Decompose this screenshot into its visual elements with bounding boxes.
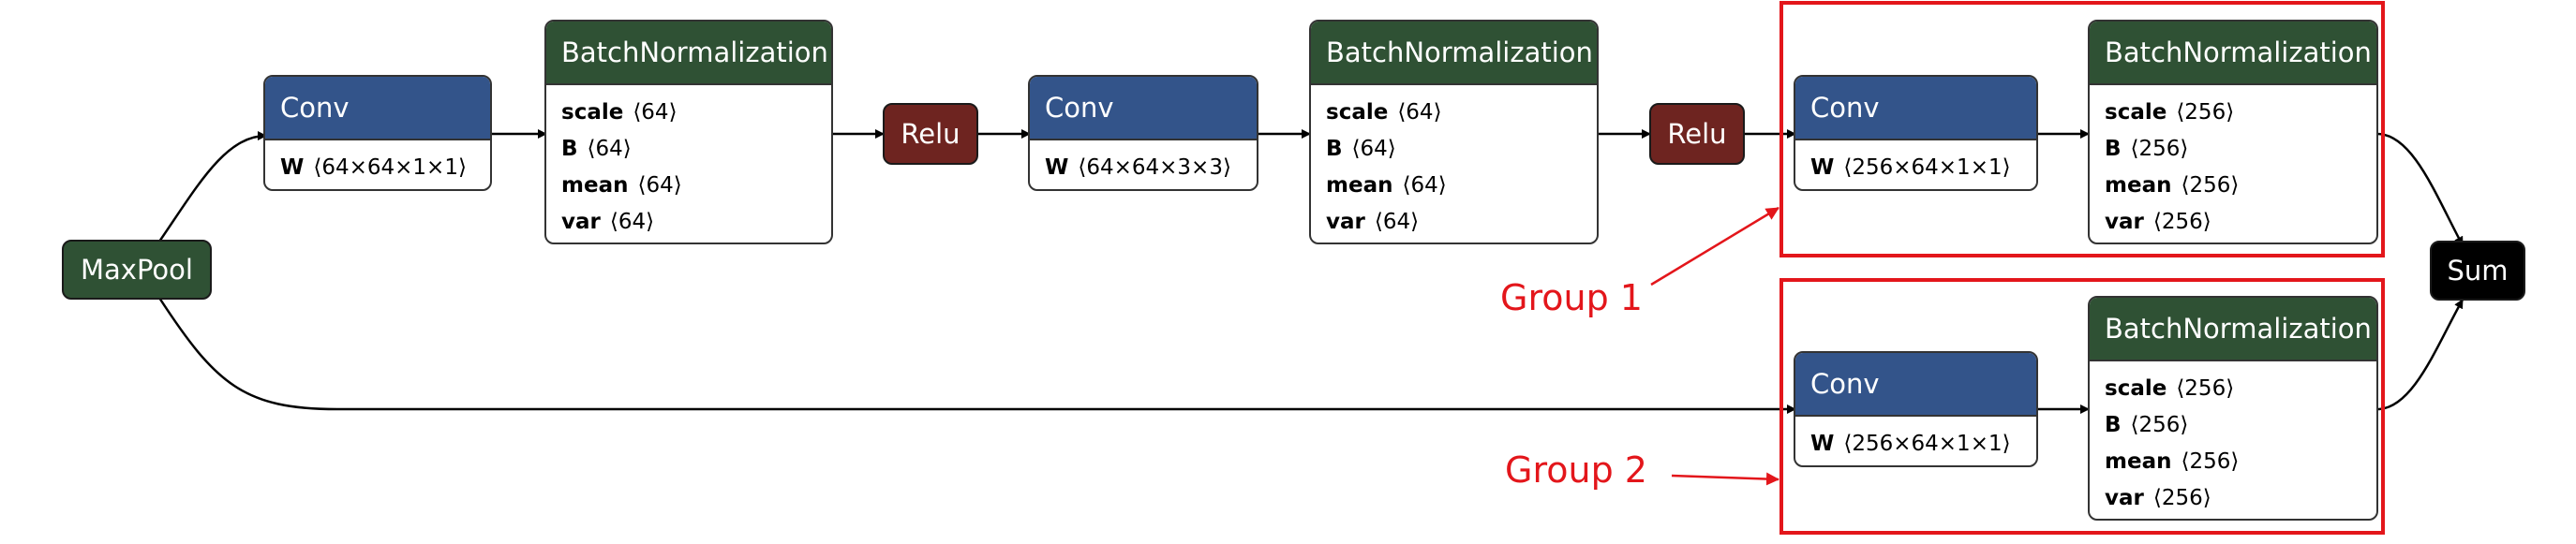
bn2-param-var: var⟨64⟩ (1326, 210, 1420, 234)
relu1-node[interactable]: Relu (883, 103, 978, 165)
bn1-param-scale: scale⟨64⟩ (561, 100, 678, 125)
relu2-node[interactable]: Relu (1649, 103, 1745, 165)
bn1-node[interactable]: BatchNormalization scale⟨64⟩ B⟨64⟩ mean⟨… (544, 20, 833, 244)
group-2-label: Group 2 (1505, 449, 1647, 491)
conv2-node[interactable]: Conv W⟨64×64×3×3⟩ (1028, 75, 1258, 191)
group-1-frame (1779, 1, 2385, 257)
bn3-node[interactable]: BatchNormalization scale⟨256⟩ B⟨256⟩ mea… (2088, 20, 2378, 244)
relu2-label: Relu (1667, 118, 1727, 150)
bn4-param-b: B⟨256⟩ (2105, 413, 2189, 437)
bn2-node[interactable]: BatchNormalization scale⟨64⟩ B⟨64⟩ mean⟨… (1309, 20, 1599, 244)
bn3-header: BatchNormalization (2090, 22, 2376, 85)
maxpool-label: MaxPool (81, 254, 193, 286)
bn1-param-mean: mean⟨64⟩ (561, 173, 682, 198)
edge-maxpool-conv4 (157, 297, 1796, 414)
bn4-node[interactable]: BatchNormalization scale⟨256⟩ B⟨256⟩ mea… (2088, 296, 2378, 521)
bn3-param-mean: mean⟨256⟩ (2105, 173, 2240, 198)
group-1-pointer (1650, 206, 1779, 287)
bn2-param-b: B⟨64⟩ (1326, 137, 1396, 161)
conv1-param-w: W⟨64×64×1×1⟩ (280, 155, 467, 180)
group-1-label: Group 1 (1500, 277, 1643, 318)
relu1-label: Relu (901, 118, 960, 150)
conv1-header: Conv (265, 77, 490, 140)
sum-label: Sum (2447, 255, 2509, 287)
bn3-param-b: B⟨256⟩ (2105, 137, 2189, 161)
conv2-param-w: W⟨64×64×3×3⟩ (1045, 155, 1231, 180)
bn4-param-var: var⟨256⟩ (2105, 486, 2211, 510)
bn4-param-scale: scale⟨256⟩ (2105, 376, 2235, 401)
bn4-header: BatchNormalization (2090, 298, 2376, 361)
maxpool-node[interactable]: MaxPool (62, 240, 212, 300)
edge-maxpool-conv1 (157, 131, 267, 243)
conv3-node[interactable]: Conv W⟨256×64×1×1⟩ (1794, 75, 2038, 191)
conv3-header: Conv (1795, 77, 2036, 140)
conv3-param-w: W⟨256×64×1×1⟩ (1810, 155, 2011, 180)
conv4-param-w: W⟨256×64×1×1⟩ (1810, 432, 2011, 456)
bn2-header: BatchNormalization (1311, 22, 1597, 85)
bn2-param-mean: mean⟨64⟩ (1326, 173, 1447, 198)
conv4-node[interactable]: Conv W⟨256×64×1×1⟩ (1794, 351, 2038, 467)
bn1-header: BatchNormalization (546, 22, 831, 85)
conv2-header: Conv (1030, 77, 1257, 140)
edge-bn3-sum (2376, 132, 2464, 246)
conv1-node[interactable]: Conv W⟨64×64×1×1⟩ (263, 75, 492, 191)
group-2-frame (1779, 278, 2385, 535)
bn2-param-scale: scale⟨64⟩ (1326, 100, 1442, 125)
group-2-pointer (1671, 472, 1779, 486)
bn1-param-var: var⟨64⟩ (561, 210, 655, 234)
sum-node[interactable]: Sum (2430, 241, 2525, 301)
bn4-param-mean: mean⟨256⟩ (2105, 449, 2240, 474)
bn3-param-var: var⟨256⟩ (2105, 210, 2211, 234)
bn3-param-scale: scale⟨256⟩ (2105, 100, 2235, 125)
edge-bn4-sum (2376, 299, 2464, 411)
conv4-header: Conv (1795, 353, 2036, 417)
bn1-param-b: B⟨64⟩ (561, 137, 632, 161)
